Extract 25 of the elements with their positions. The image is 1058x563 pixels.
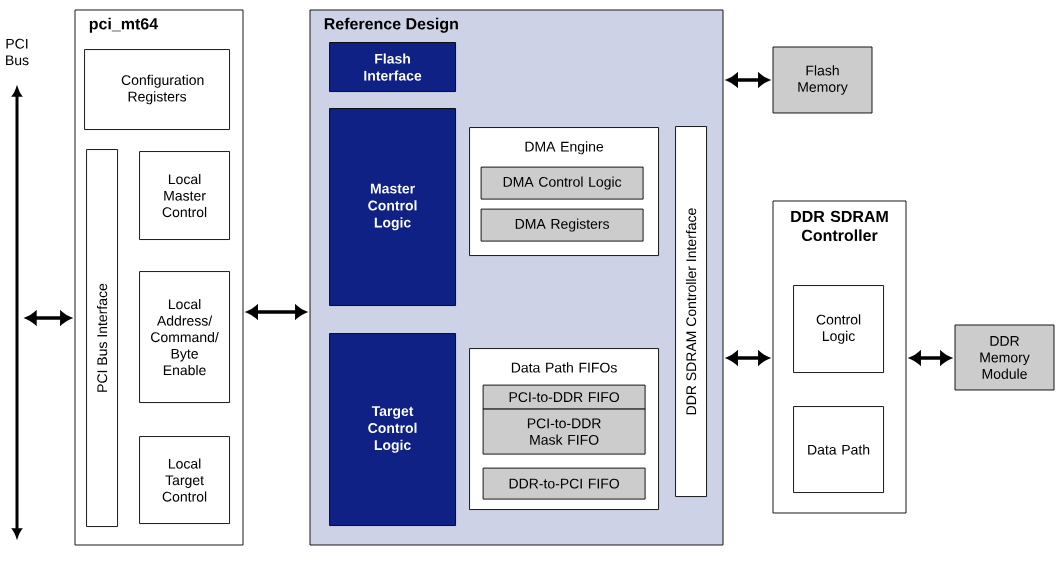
block-box: Local Master Control <box>139 151 230 240</box>
block-box: Local Address/ Command/ Byte Enable <box>139 271 230 403</box>
logic-block: Flash Interface <box>329 42 456 92</box>
block-box: DMA Registers <box>480 208 644 242</box>
block-box: PCI-to-DDR Mask FIFO <box>482 408 646 455</box>
block-box: Local Target Control <box>139 436 230 524</box>
bus-label: PCI Bus <box>6 38 29 66</box>
arrow <box>909 351 952 365</box>
bus-line <box>12 87 22 538</box>
arrow <box>25 311 72 325</box>
arrow <box>726 351 770 365</box>
block-box: Configuration Registers <box>84 49 230 130</box>
block-box: DDR Memory Module <box>954 324 1055 391</box>
block-box: PCI-to-DDR FIFO <box>482 384 646 410</box>
block-box: Data Path <box>793 406 884 493</box>
interface-bar: PCI Bus Interface <box>86 149 118 527</box>
block-box: DDR-to-PCI FIFO <box>482 467 646 500</box>
block-box: Control Logic <box>793 285 884 373</box>
logic-block: Target Control Logic <box>329 333 456 526</box>
logic-block: Master Control Logic <box>329 108 456 306</box>
arrow <box>246 305 307 319</box>
block-box: DMA Control Logic <box>480 166 644 200</box>
interface-bar: DDR SDRAM Controller Interface <box>675 126 707 497</box>
block-box: Flash Memory <box>772 46 873 114</box>
arrow <box>726 73 770 87</box>
